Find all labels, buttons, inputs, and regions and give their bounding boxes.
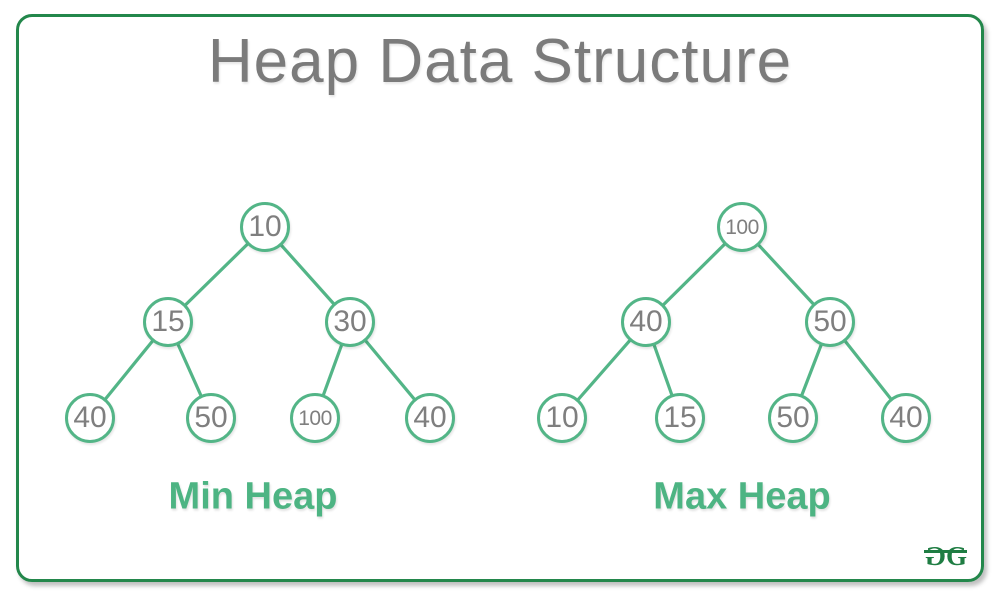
min-heap-label: Min Heap bbox=[168, 475, 338, 518]
max-heap-node-4: 15 bbox=[655, 393, 705, 443]
logo-crossbar bbox=[923, 550, 967, 553]
max-heap-node-0: 100 bbox=[717, 202, 767, 252]
logo-letter-reversed-g: G bbox=[926, 541, 946, 571]
max-heap-node-6: 40 bbox=[881, 393, 931, 443]
logo-letter-g: G bbox=[945, 541, 967, 571]
min-heap-node-4: 50 bbox=[186, 393, 236, 443]
max-heap-node-3: 10 bbox=[537, 393, 587, 443]
max-heap-node-1: 40 bbox=[621, 297, 671, 347]
max-heap-node-2: 50 bbox=[805, 297, 855, 347]
max-heap-node-5: 50 bbox=[768, 393, 818, 443]
max-heap-label: Max Heap bbox=[653, 475, 831, 518]
border-frame bbox=[16, 14, 984, 582]
min-heap-node-6: 40 bbox=[405, 393, 455, 443]
min-heap-node-2: 30 bbox=[325, 297, 375, 347]
min-heap-node-0: 10 bbox=[240, 202, 290, 252]
min-heap-node-5: 100 bbox=[290, 393, 340, 443]
min-heap-node-3: 40 bbox=[65, 393, 115, 443]
page-title: Heap Data Structure bbox=[207, 27, 793, 96]
min-heap-node-1: 15 bbox=[143, 297, 193, 347]
geeksforgeeks-logo: GG bbox=[923, 541, 967, 571]
